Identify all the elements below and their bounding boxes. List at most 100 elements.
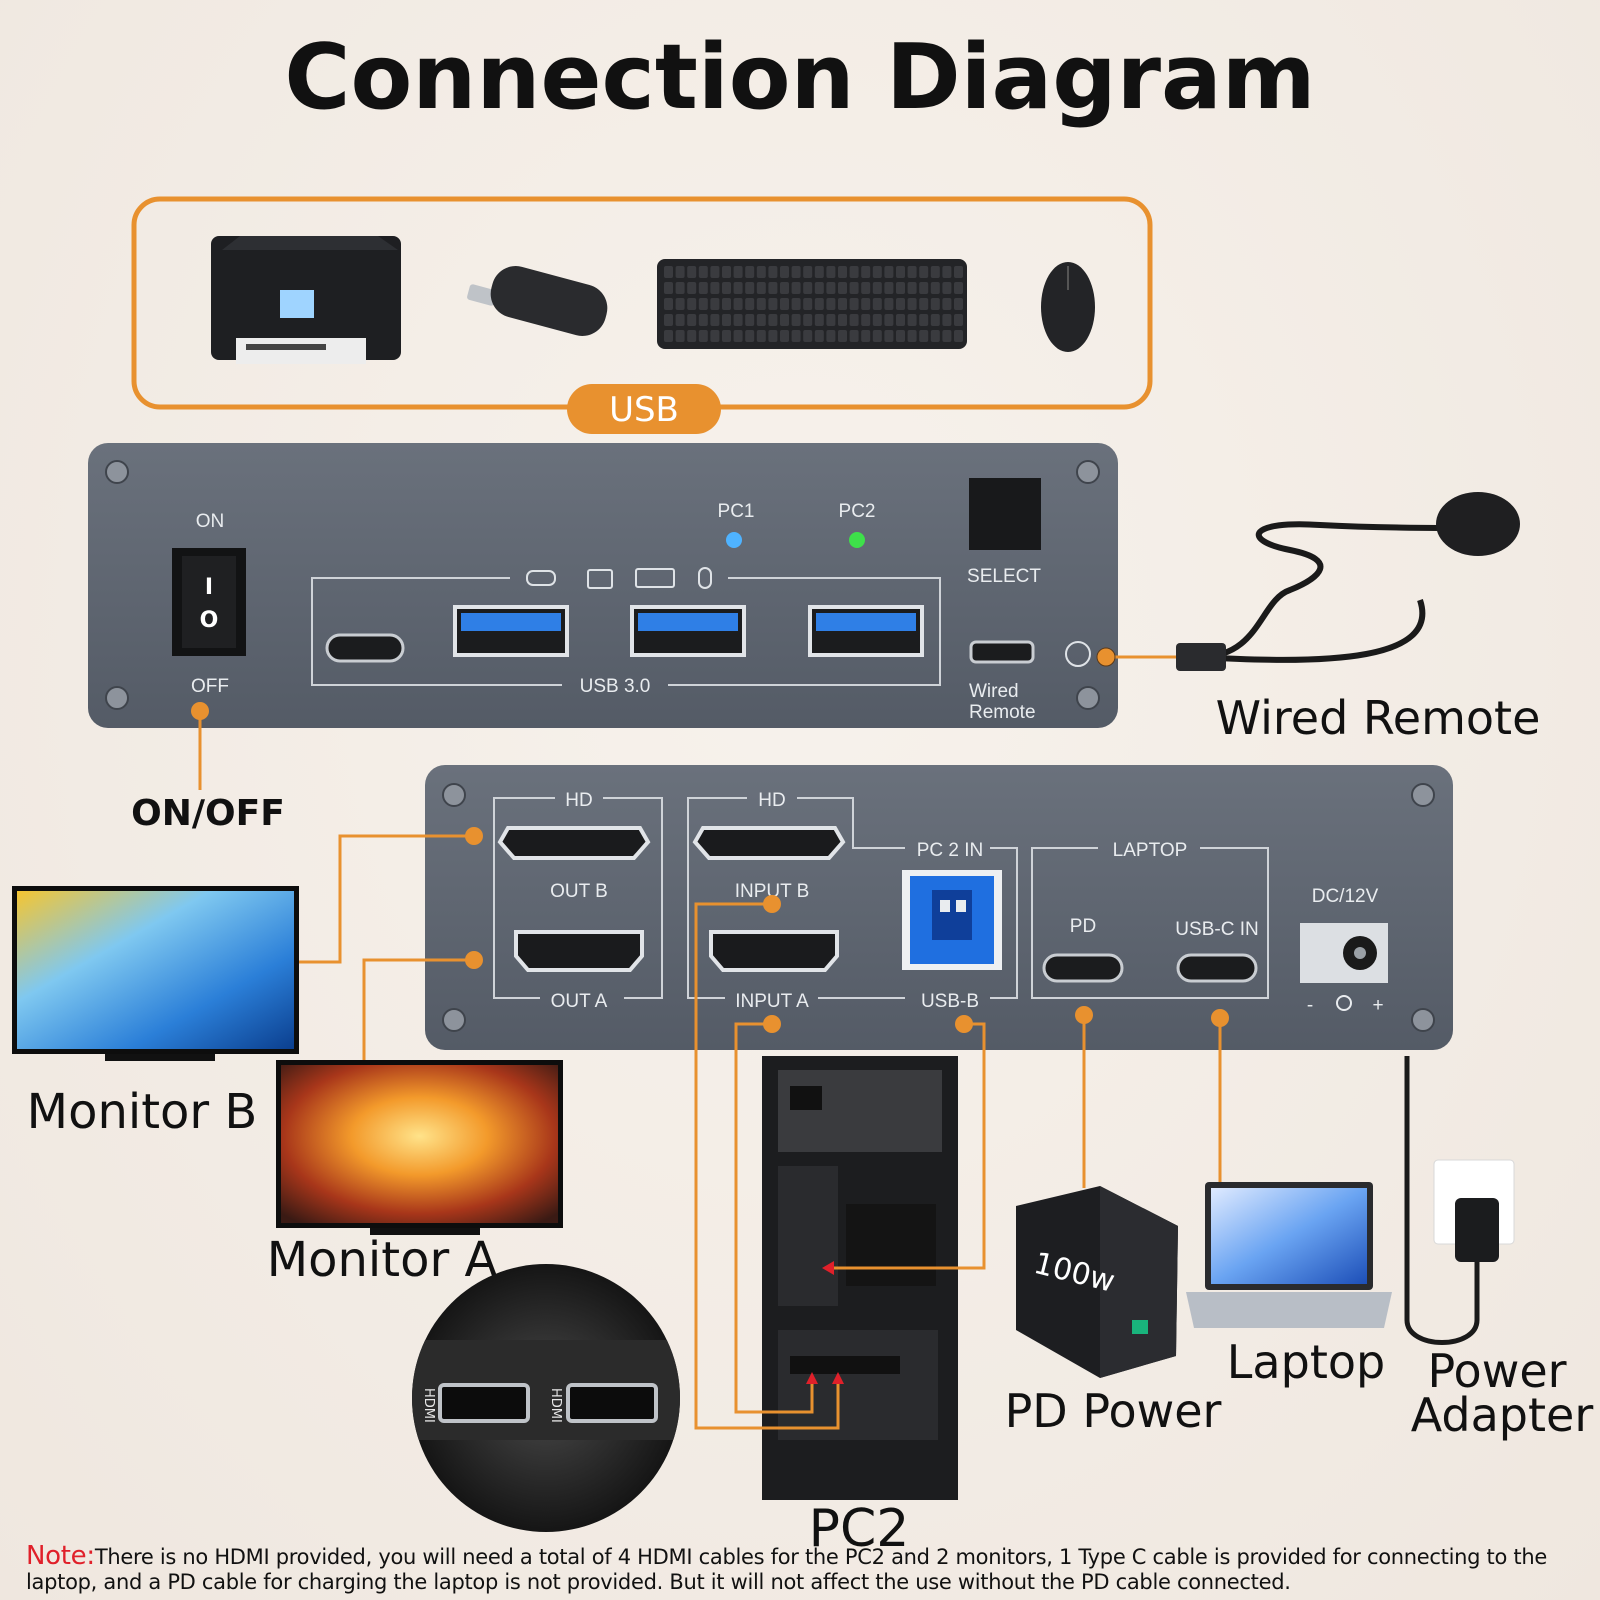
keyboard-key bbox=[861, 330, 871, 342]
usb-stick-glyph-icon bbox=[526, 570, 556, 586]
switch-o-mark: O bbox=[200, 608, 219, 633]
pd-label: PD bbox=[1070, 916, 1096, 937]
polarity-minus: - bbox=[1307, 995, 1313, 1016]
usb-drive-icon bbox=[467, 266, 608, 336]
printer-glyph-icon bbox=[587, 569, 613, 589]
keyboard-key bbox=[756, 266, 766, 278]
screw-icon bbox=[442, 783, 466, 807]
keyboard-glyph-icon bbox=[635, 568, 675, 588]
usb-c-port[interactable] bbox=[325, 633, 405, 663]
note-body: There is no HDMI provided, you will need… bbox=[26, 1545, 1547, 1594]
keyboard-key bbox=[930, 298, 940, 310]
keyboard-key bbox=[919, 282, 929, 294]
monitor-b-icon bbox=[12, 886, 299, 1061]
monitor-b-wire bbox=[299, 834, 474, 964]
switch-on-label: ON bbox=[196, 511, 225, 532]
keyboard-key bbox=[756, 330, 766, 342]
keyboard-key bbox=[698, 282, 708, 294]
input-a-callout-dot bbox=[763, 1015, 781, 1033]
pd-callout-dot bbox=[1075, 1006, 1093, 1024]
wired-remote-title: Wired Remote bbox=[1216, 691, 1541, 745]
keyboard-key bbox=[942, 266, 952, 278]
screw-icon bbox=[105, 460, 129, 484]
keyboard-key bbox=[722, 330, 731, 342]
hdmi-out-a-port[interactable] bbox=[514, 930, 644, 972]
keyboard-key bbox=[733, 298, 743, 310]
remote-glyph-icon bbox=[1065, 641, 1091, 667]
keyboard-key bbox=[698, 314, 708, 326]
keyboard-icon bbox=[657, 259, 967, 349]
monitor-a-icon bbox=[276, 1060, 563, 1235]
keyboard-key bbox=[768, 314, 778, 326]
keyboard-key bbox=[849, 282, 859, 294]
led-pc2-indicator bbox=[849, 532, 865, 548]
usb-c-pd-port[interactable] bbox=[1042, 953, 1124, 983]
power-switch[interactable]: I O bbox=[172, 548, 246, 656]
keyboard-key bbox=[710, 266, 720, 278]
polarity-glyph-icon bbox=[1336, 995, 1352, 1011]
keyboard-key bbox=[780, 266, 789, 278]
keyboard-key bbox=[896, 282, 905, 294]
hdmi-input-a-port[interactable] bbox=[709, 930, 839, 972]
keyboard-key bbox=[872, 282, 882, 294]
polarity-plus: + bbox=[1372, 995, 1383, 1016]
keyboard-key bbox=[930, 282, 940, 294]
keyboard-key bbox=[710, 330, 720, 342]
keyboard-key bbox=[919, 298, 929, 310]
keyboard-key bbox=[907, 330, 917, 342]
keyboard-key bbox=[664, 330, 673, 342]
keyboard-key bbox=[919, 330, 929, 342]
keyboard-key bbox=[884, 314, 894, 326]
keyboard-key bbox=[710, 314, 720, 326]
hdmi-out-b-port[interactable] bbox=[497, 826, 651, 860]
keyboard-key bbox=[687, 330, 697, 342]
keyboard-key bbox=[896, 266, 905, 278]
keyboard-key bbox=[942, 298, 952, 310]
keyboard-key bbox=[745, 266, 755, 278]
keyboard-key bbox=[664, 282, 673, 294]
pd-power-title: PD Power bbox=[1005, 1384, 1222, 1438]
keyboard-key bbox=[849, 266, 859, 278]
keyboard-key bbox=[954, 282, 963, 294]
screw-icon bbox=[105, 686, 129, 710]
hd-label-2: HD bbox=[758, 790, 785, 811]
note-text: Note:There is no HDMI provided, you will… bbox=[26, 1541, 1586, 1595]
keyboard-key bbox=[791, 282, 801, 294]
keyboard-key bbox=[872, 330, 882, 342]
usb-b-port[interactable] bbox=[902, 870, 1002, 970]
power-adapter-title-1: Power bbox=[1427, 1344, 1566, 1398]
screw-icon bbox=[1076, 686, 1100, 710]
keyboard-key bbox=[838, 314, 847, 326]
usb-c-laptop-port[interactable] bbox=[1176, 953, 1258, 983]
hdmi-input-b-port[interactable] bbox=[692, 826, 846, 860]
keyboard-key bbox=[722, 282, 731, 294]
keyboard-key bbox=[768, 282, 778, 294]
keyboard-key bbox=[780, 330, 789, 342]
keyboard-key bbox=[756, 282, 766, 294]
screw-icon bbox=[442, 1008, 466, 1032]
keyboard-key bbox=[930, 314, 940, 326]
keyboard-key bbox=[884, 266, 894, 278]
keyboard-key bbox=[826, 298, 836, 310]
keyboard-key bbox=[698, 298, 708, 310]
laptop-title: Laptop bbox=[1227, 1335, 1385, 1389]
input-a-wire bbox=[734, 1022, 814, 1414]
keyboard-key bbox=[803, 282, 813, 294]
note-heading: Note: bbox=[26, 1541, 95, 1571]
keyboard-key bbox=[907, 298, 917, 310]
dc-label: DC/12V bbox=[1312, 886, 1379, 907]
micro-usb-remote-port[interactable] bbox=[969, 640, 1035, 664]
keyboard-key bbox=[756, 314, 766, 326]
keyboard-key bbox=[791, 298, 801, 310]
keyboard-key bbox=[826, 314, 836, 326]
select-button[interactable] bbox=[969, 478, 1041, 550]
out-b-callout-dot bbox=[465, 827, 483, 845]
led-pc1-label: PC1 bbox=[718, 501, 755, 522]
keyboard-key bbox=[780, 282, 789, 294]
keyboard-key bbox=[687, 298, 697, 310]
out-a-label: OUT A bbox=[551, 991, 608, 1012]
keyboard-key bbox=[733, 330, 743, 342]
laptop-group-label: LAPTOP bbox=[1113, 840, 1188, 861]
keyboard-key bbox=[687, 266, 697, 278]
